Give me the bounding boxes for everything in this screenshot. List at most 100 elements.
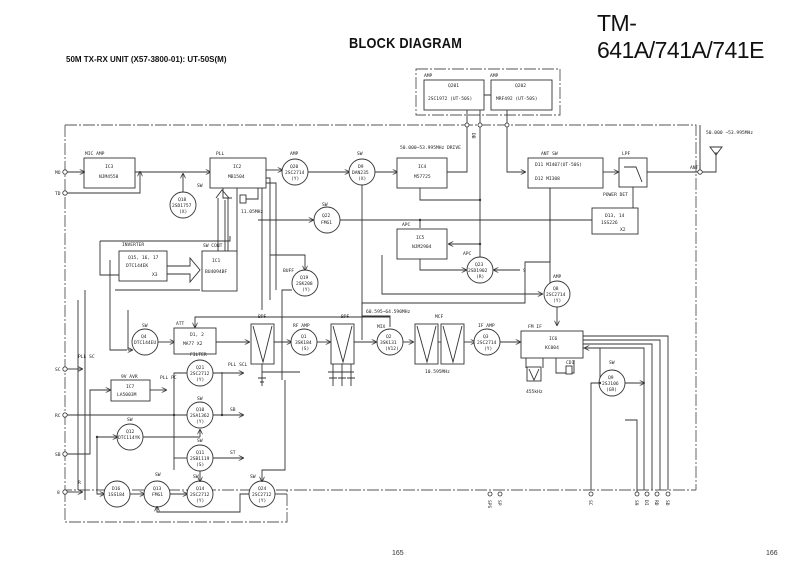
svg-text:2SC2714: 2SC2714 (546, 292, 566, 298)
svg-text:D11 MI407(UT-50S): D11 MI407(UT-50S) (535, 162, 582, 168)
svg-text:RD: RD (653, 500, 659, 506)
svg-text:2SC2712: 2SC2712 (190, 371, 210, 377)
svg-text:Q4: Q4 (141, 334, 147, 340)
block-inverter: INVERTER Q15, 16, 17 DTC144EK X3 (118, 242, 168, 282)
svg-text:ANT: ANT (690, 165, 699, 171)
svg-text:(X): (X) (358, 176, 366, 182)
block-ic6-fm-if: FM IF IC6 KC004 (520, 324, 584, 359)
svg-text:BPF: BPF (341, 314, 350, 320)
svg-text:MA77 X2: MA77 X2 (183, 341, 203, 347)
svg-text:APC: APC (463, 251, 472, 257)
block-ic1-sw-cont: SW CONT IC1 BU4094BF (201, 243, 238, 292)
power-det-label: POWER DET (603, 192, 628, 198)
svg-text:BU4094BF: BU4094BF (205, 269, 227, 275)
svg-text:AMP: AMP (290, 151, 299, 157)
svg-text:M57725: M57725 (414, 174, 431, 180)
svg-text:2SD1902: 2SD1902 (468, 268, 488, 274)
svg-text:MIC AMP: MIC AMP (85, 151, 105, 157)
svg-text:Q23: Q23 (475, 262, 484, 268)
unit-title: 50M TX-RX UNIT (X57-3800-01): UT-50S(M) (66, 55, 227, 64)
svg-text:SW: SW (250, 474, 256, 480)
svg-text:Q8: Q8 (553, 286, 559, 292)
signal-r: R (78, 480, 81, 486)
block-lpf: LPF (618, 151, 648, 188)
svg-text:DTC144EK: DTC144EK (126, 263, 148, 269)
svg-text:(Y): (Y) (196, 498, 204, 504)
circle-q24: SW Q24 2SC2712 (Y) (248, 474, 276, 508)
svg-text:IC2: IC2 (233, 164, 242, 170)
svg-text:SB: SB (55, 452, 61, 458)
svg-text:(GR): (GR) (606, 387, 617, 393)
svg-text:Q1: Q1 (301, 334, 307, 340)
svg-text:Q20: Q20 (290, 164, 299, 170)
circle-q2: MIX Q2 3SK131 (V12) (376, 324, 404, 356)
svg-text:SC: SC (587, 500, 593, 506)
svg-text:SW: SW (322, 202, 328, 208)
svg-text:DTC144EU: DTC144EU (134, 340, 156, 346)
terminal-rd (654, 491, 660, 497)
terminal-s9 (634, 491, 640, 497)
svg-text:X3: X3 (152, 272, 158, 278)
svg-text:SW: SW (197, 396, 203, 402)
svg-text:Q202: Q202 (515, 83, 526, 89)
svg-text:SW CONT: SW CONT (203, 243, 223, 249)
circle-q8: AMP Q8 2SC2714 (Y) (543, 274, 571, 308)
block-ic4-drive: 50.000~53.995MHz DRIVE IC4 M57725 (396, 145, 461, 189)
circle-q23: APC Q23 2SD1902 (R) (463, 251, 494, 284)
circle-q9: SW Q9 2SJ106 (GR) (598, 360, 626, 397)
svg-text:(Y): (Y) (302, 287, 310, 293)
terminal-di (644, 491, 650, 497)
svg-text:(Y): (Y) (553, 298, 561, 304)
svg-text:NJM4558: NJM4558 (99, 174, 119, 180)
svg-text:BUFF: BUFF (283, 268, 294, 274)
svg-text:(V12): (V12) (385, 346, 399, 352)
terminal-sc (62, 366, 68, 372)
svg-text:(Y): (Y) (196, 377, 204, 383)
svg-text:Q201: Q201 (448, 83, 459, 89)
circle-q21: FILTER Q21 2SC2712 (Y) (186, 352, 214, 387)
svg-text:NJM2904: NJM2904 (412, 244, 432, 250)
svg-text:D16: D16 (112, 486, 121, 492)
svg-text:(X): (X) (179, 209, 187, 215)
svg-text:(R): (R) (476, 274, 484, 280)
svg-text:RF AMP: RF AMP (293, 323, 310, 329)
svg-text:9V AVR: 9V AVR (121, 374, 138, 380)
terminal-sb (62, 451, 68, 457)
circle-q13: SW Q13 FMG1 (143, 472, 171, 508)
circle-d16: D16 1SS184 (103, 480, 131, 508)
svg-text:2SK208: 2SK208 (296, 281, 313, 287)
svg-text:2SC2714: 2SC2714 (477, 340, 497, 346)
terminal-db: DB (470, 133, 476, 139)
block-ic2-pll: PLL IC2 MB1504 (209, 151, 267, 189)
svg-text:FILTER: FILTER (190, 352, 207, 358)
svg-text:Q19: Q19 (300, 275, 309, 281)
mix-lo-freq: 60.595~64.590MHz (366, 309, 410, 315)
svg-text:MO: MO (55, 170, 61, 176)
svg-text:1SS184: 1SS184 (108, 492, 125, 498)
svg-text:SW: SW (197, 183, 203, 189)
signal-pll-pc: PLL PC (160, 375, 177, 381)
svg-text:SW: SW (197, 438, 203, 444)
svg-text:(Y): (Y) (291, 176, 299, 182)
svg-text:IF AMP: IF AMP (478, 323, 495, 329)
svg-text:Q11: Q11 (196, 450, 205, 456)
svg-text:(Y): (Y) (484, 346, 492, 352)
circle-q10: SW Q10 2SA1362 (Y) (186, 396, 214, 429)
svg-text:Q12: Q12 (126, 429, 135, 435)
svg-text:Q2: Q2 (386, 334, 392, 340)
block-att: ATT D1, 2 MA77 X2 (173, 321, 217, 355)
circle-q18: SW Q18 2SD1757 (X) (169, 183, 203, 219)
block-ic5-apc: APC IC5 NJM2904 (396, 222, 448, 260)
terminal-sps (487, 491, 493, 497)
svg-text:SPS: SPS (486, 500, 492, 509)
crystal-pll (239, 194, 247, 204)
svg-text:CD1: CD1 (566, 360, 575, 366)
svg-text:2SB1119: 2SB1119 (190, 456, 210, 462)
signal-st: ST (230, 450, 236, 456)
svg-text:ATT: ATT (176, 321, 185, 327)
svg-text:1SS226: 1SS226 (601, 220, 618, 226)
svg-text:Q18: Q18 (178, 197, 187, 203)
svg-text:LA5003M: LA5003M (117, 392, 137, 398)
svg-text:2SA1362: 2SA1362 (190, 413, 210, 419)
svg-text:SW: SW (142, 323, 148, 329)
